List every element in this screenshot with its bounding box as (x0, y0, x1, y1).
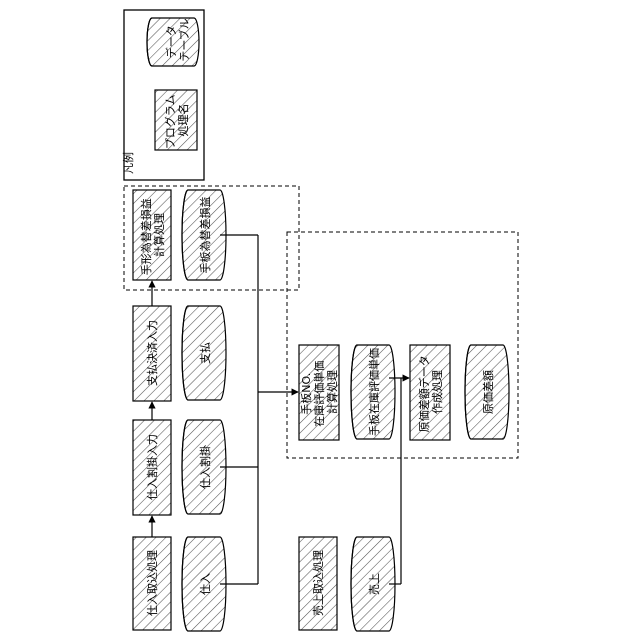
legend: 凡例 データ テーブル プログラム 処理名 (121, 10, 204, 180)
table-sales: 売上 (351, 537, 395, 631)
legend-data-table-cylinder: データ テーブル (147, 18, 199, 66)
process-purchase-capture: 仕入取込処理 (133, 537, 171, 630)
process-sales-capture: 売上取込処理 (299, 537, 337, 630)
process-payment-settle-input-label: 支払決済入力 (145, 320, 159, 386)
process-inventory-calc: 手板NO. 在庫評価単価 計算処理 (299, 345, 339, 440)
process-cost-data-create: 原価差額データ 作成処理 (410, 345, 450, 440)
process-purchase-discount-input: 仕入割掛入力 (133, 420, 171, 515)
table-inventory-price-label: 手板在庫評価単価 (367, 348, 381, 436)
table-payment: 支払 (182, 306, 226, 400)
table-fx-pl: 手板為替差損益 (182, 190, 226, 280)
table-purchase-discount: 仕入割掛 (182, 420, 226, 514)
table-inventory-price: 手板在庫評価単価 (351, 345, 395, 439)
table-purchase-discount-label: 仕入割掛 (198, 445, 212, 489)
table-purchase: 仕入 (182, 537, 226, 631)
legend-title: 凡例 (121, 152, 135, 174)
process-payment-settle-input: 支払決済入力 (133, 306, 171, 401)
process-sales-capture-label: 売上取込処理 (312, 550, 325, 616)
process-purchase-capture-label: 仕入取込処理 (146, 550, 159, 616)
process-fx-calc: 手形為替差損益 計算処理 (133, 190, 171, 280)
table-payment-label: 支払 (198, 342, 212, 364)
table-purchase-label: 仕入 (199, 573, 212, 595)
table-cost-diff: 原価差額 (465, 345, 509, 439)
legend-program-box: プログラム 処理名 (155, 90, 197, 150)
legend-data-table-label: データ テーブル (164, 18, 191, 61)
table-sales-label: 売上 (368, 573, 381, 595)
table-fx-pl-label: 手板為替差損益 (198, 197, 212, 274)
table-cost-diff-label: 原価差額 (481, 370, 495, 414)
process-purchase-discount-input-label: 仕入割掛入力 (145, 434, 159, 500)
